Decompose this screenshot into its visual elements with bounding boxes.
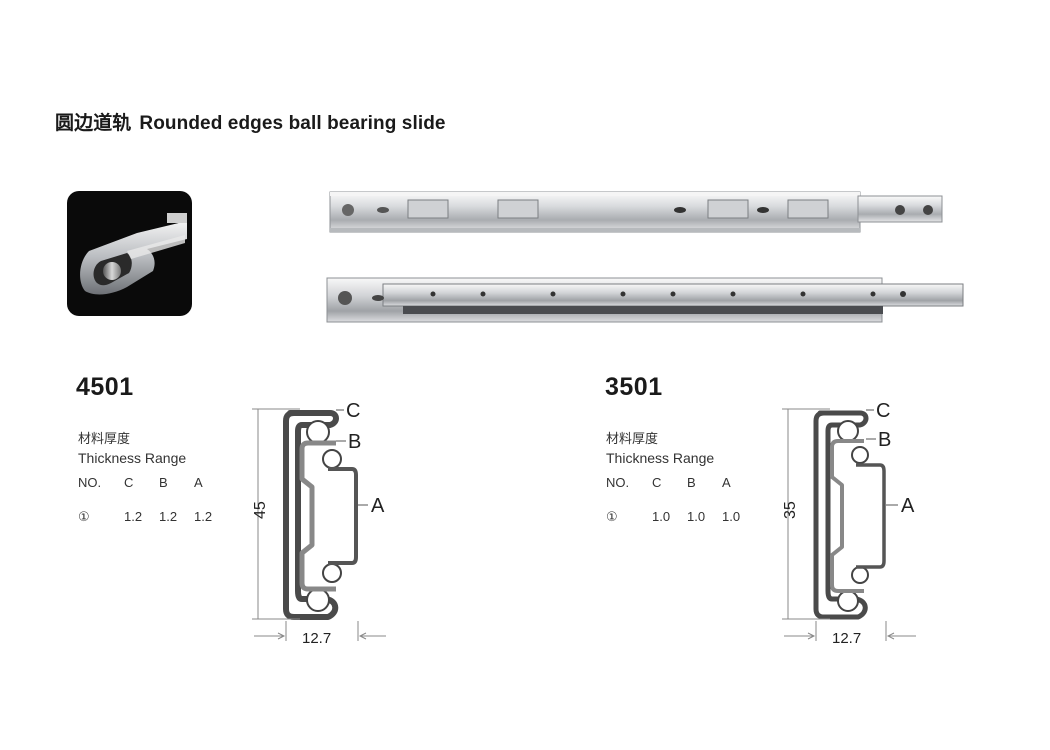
slide-rail-closed-icon xyxy=(329,191,943,233)
thickness-label-cn: 材料厚度 xyxy=(606,432,659,447)
label-a: A xyxy=(901,495,915,517)
label-c: C xyxy=(346,400,360,422)
profile-diagram: C B A 45 12.7 xyxy=(252,400,386,647)
title-cn: 圆边道轨 xyxy=(55,112,132,134)
table-row: ① 1.0 1.0 1.0 xyxy=(606,509,757,525)
width-dimension: 12.7 xyxy=(832,630,861,647)
width-dimension: 12.7 xyxy=(302,630,331,647)
row-c: 1.2 xyxy=(124,509,143,524)
row-a: 1.0 xyxy=(722,509,741,524)
row-c: 1.0 xyxy=(652,509,671,524)
rail-cross-section-photo-icon xyxy=(67,191,192,316)
table-row: ① 1.2 1.2 1.2 xyxy=(78,509,229,525)
title-en: Rounded edges ball bearing slide xyxy=(139,113,446,134)
row-no: ① xyxy=(606,509,618,524)
slide-rail-extended-icon xyxy=(326,277,964,323)
label-a: A xyxy=(371,495,385,517)
header-b: B xyxy=(687,475,696,490)
header-c: C xyxy=(124,475,134,490)
thickness-label-cn: 材料厚度 xyxy=(78,432,131,447)
row-b: 1.0 xyxy=(687,509,706,524)
header-b: B xyxy=(159,475,168,490)
label-b: B xyxy=(878,429,891,451)
height-dimension: 45 xyxy=(252,501,269,519)
model-code: 3501 xyxy=(605,373,663,401)
row-a: 1.2 xyxy=(194,509,213,524)
label-b: B xyxy=(348,431,361,453)
page-title: 圆边道轨 Rounded edges ball bearing slide xyxy=(55,108,446,135)
header-no: NO. xyxy=(606,475,630,490)
thickness-label-en: Thickness Range xyxy=(78,450,187,466)
header-no: NO. xyxy=(78,475,102,490)
spec-table-header: NO. C B A xyxy=(78,475,229,490)
height-dimension: 35 xyxy=(782,501,799,519)
thickness-label-en: Thickness Range xyxy=(606,450,715,466)
header-a: A xyxy=(194,475,203,490)
row-no: ① xyxy=(78,509,90,524)
model-code: 4501 xyxy=(76,373,134,401)
row-b: 1.2 xyxy=(159,509,178,524)
header-c: C xyxy=(652,475,662,490)
header-a: A xyxy=(722,475,731,490)
spec-table-header: NO. C B A xyxy=(606,475,757,490)
profile-diagram: C B A 35 12.7 xyxy=(782,400,916,647)
label-c: C xyxy=(876,400,890,422)
